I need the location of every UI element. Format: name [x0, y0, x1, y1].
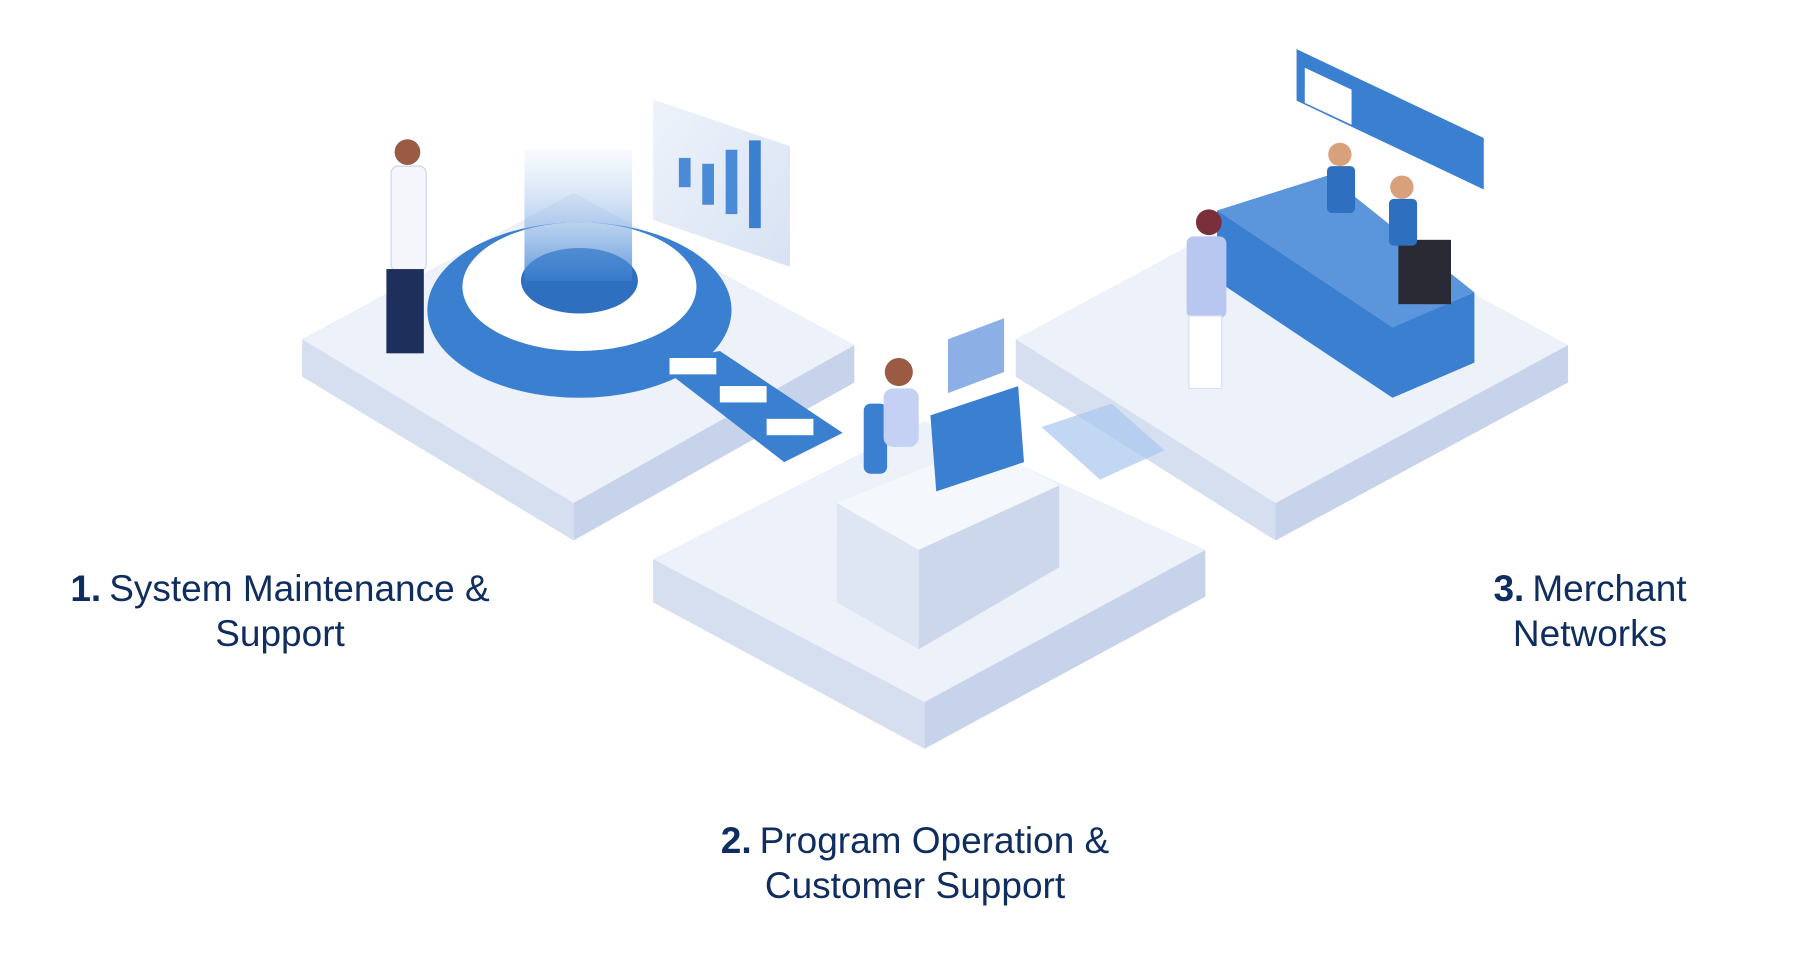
menu-board	[1296, 49, 1484, 190]
step-title: System Maintenance & Support	[109, 568, 490, 654]
step-title: Program Operation & Customer Support	[759, 820, 1110, 906]
platform-program-operation	[653, 318, 1206, 749]
desk	[836, 444, 1060, 550]
operator-person	[883, 357, 919, 447]
step-1-label: 1.System Maintenance & Support	[40, 566, 520, 656]
step-3-label: 3.Merchant Networks	[1460, 566, 1720, 656]
step-2-label: 2.Program Operation & Customer Support	[680, 818, 1150, 908]
step-title: Merchant Networks	[1512, 568, 1687, 654]
step-number: 1.	[70, 568, 102, 609]
platform-system-maintenance	[302, 99, 855, 541]
step-number: 2.	[720, 820, 752, 861]
technician-person	[386, 139, 427, 354]
step-number: 3.	[1493, 568, 1525, 609]
drink-machine	[1398, 239, 1452, 305]
customer-person	[1186, 209, 1227, 389]
computer-monitor	[930, 386, 1024, 492]
